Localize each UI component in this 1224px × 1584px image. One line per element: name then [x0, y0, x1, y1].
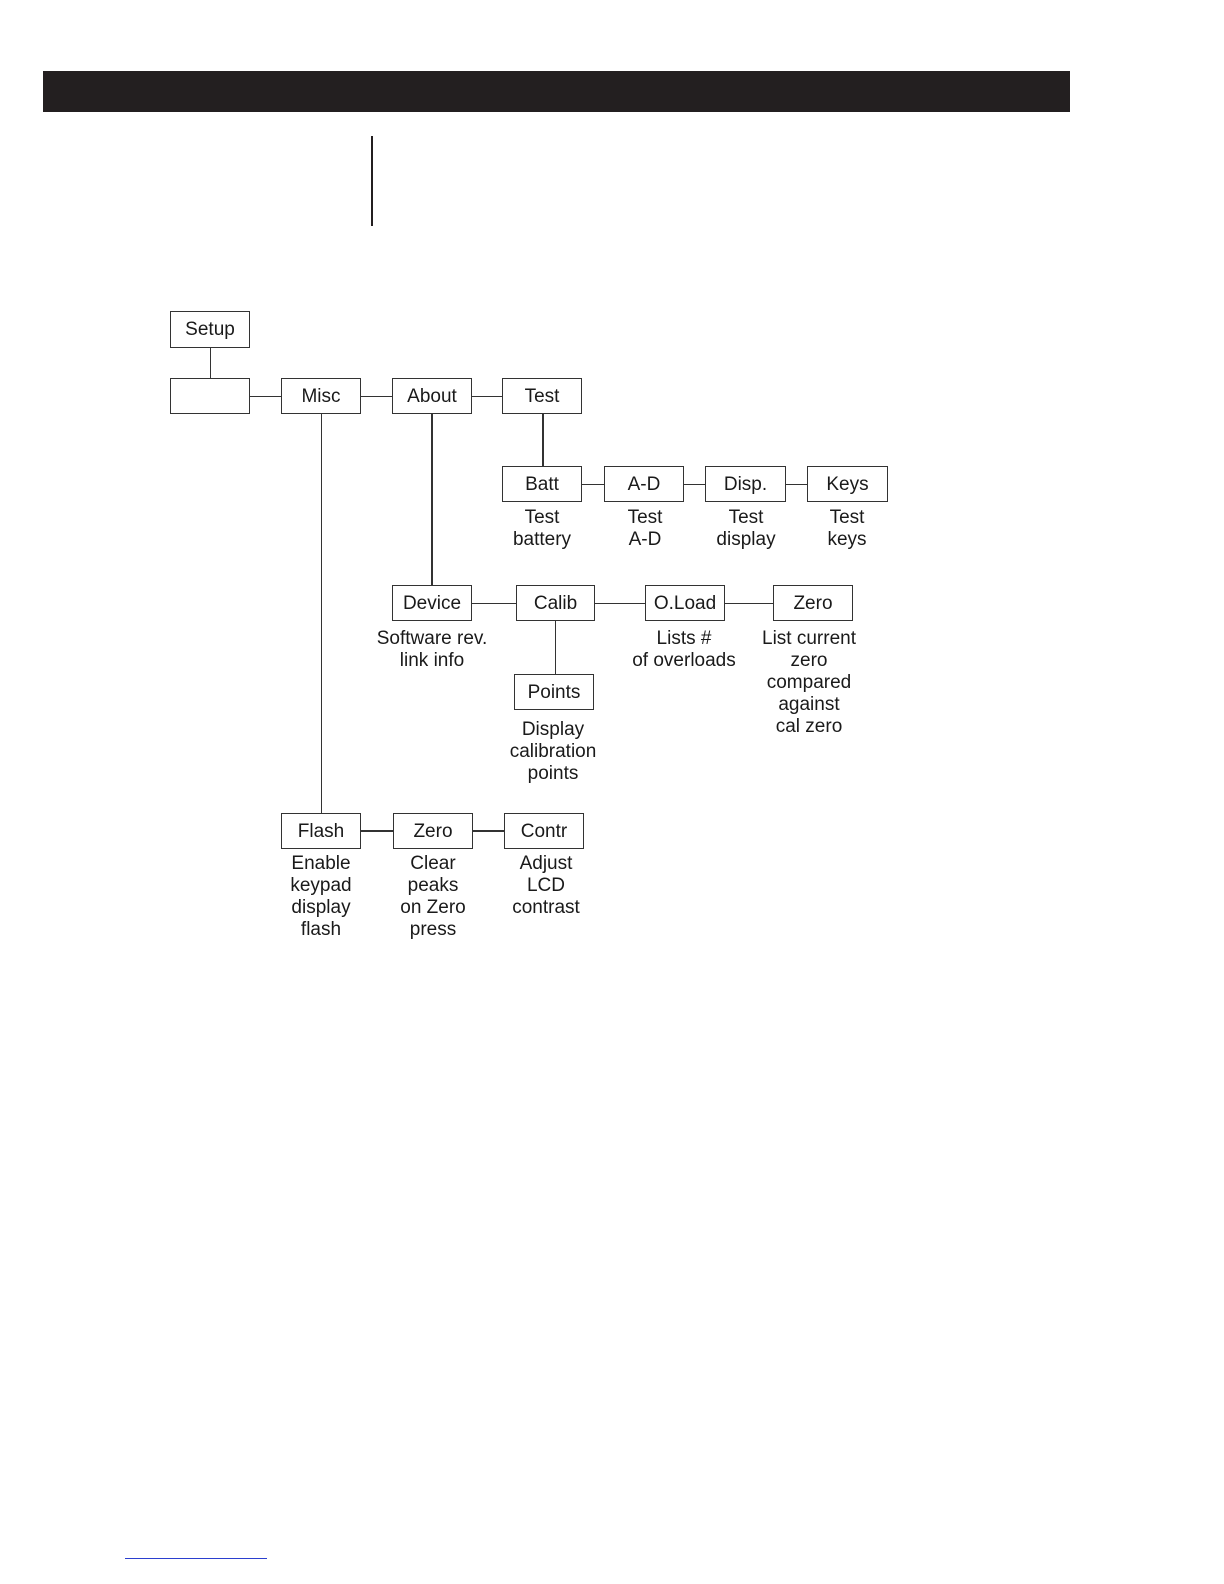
- node-oload: O.Load: [645, 585, 725, 621]
- node-ad: A-D: [604, 466, 684, 502]
- connector-calib-oload: [594, 603, 646, 604]
- node-test: Test: [502, 378, 582, 414]
- connector-flash-zero: [360, 830, 394, 832]
- connector-oload-zero: [724, 603, 774, 604]
- node-about: About: [392, 378, 472, 414]
- header-divider: [371, 136, 373, 226]
- connector-test-batt: [542, 414, 544, 467]
- header-bar: [43, 71, 1070, 112]
- connector-blank-misc: [249, 396, 282, 397]
- desc-disp: Test display: [716, 507, 776, 550]
- node-zero-about: Zero: [773, 585, 853, 621]
- connector-calib-points: [555, 621, 556, 675]
- node-device: Device: [392, 585, 472, 621]
- node-flash: Flash: [281, 813, 361, 849]
- connector-batt-ad: [581, 484, 605, 485]
- connector-misc-flash: [321, 414, 322, 814]
- desc-device: Software rev. link info: [376, 628, 488, 671]
- connector-setup-blank: [210, 347, 211, 379]
- node-setup: Setup: [170, 311, 250, 348]
- connector-about-test: [471, 396, 503, 397]
- desc-keys: Test keys: [827, 507, 867, 550]
- connector-ad-disp: [683, 484, 706, 485]
- desc-flash: Enable keypad display flash: [290, 853, 352, 940]
- desc-zero-about: List current zero compared against cal z…: [762, 628, 856, 737]
- desc-contr: Adjust LCD contrast: [512, 853, 580, 918]
- node-contr: Contr: [504, 813, 584, 849]
- desc-oload: Lists # of overloads: [632, 628, 736, 671]
- connector-about-device: [431, 414, 433, 586]
- connector-disp-keys: [785, 484, 808, 485]
- footer-link-underline: [125, 1558, 267, 1559]
- node-zero-misc: Zero: [393, 813, 473, 849]
- node-batt: Batt: [502, 466, 582, 502]
- desc-batt: Test battery: [512, 507, 572, 550]
- connector-zero-contr: [472, 830, 505, 832]
- desc-points: Display calibration points: [509, 719, 597, 784]
- desc-ad: Test A-D: [627, 507, 663, 550]
- node-blank: [170, 378, 250, 414]
- connector-misc-about: [360, 396, 393, 397]
- node-keys: Keys: [807, 466, 888, 502]
- node-disp: Disp.: [705, 466, 786, 502]
- node-calib: Calib: [516, 585, 595, 621]
- node-points: Points: [514, 674, 594, 710]
- connector-device-calib: [471, 603, 517, 604]
- node-misc: Misc: [281, 378, 361, 414]
- desc-zero-misc: Clear peaks on Zero press: [400, 853, 466, 940]
